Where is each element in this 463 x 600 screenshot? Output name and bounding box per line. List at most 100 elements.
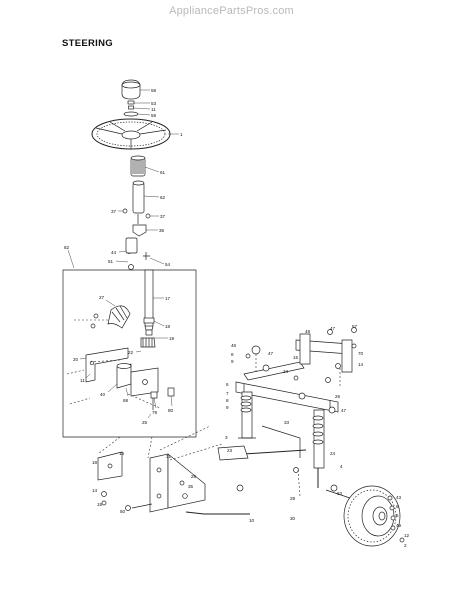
callout-label: 47 xyxy=(341,408,347,413)
callout-label: 47 xyxy=(268,351,274,356)
screw-b xyxy=(145,213,151,219)
callout-label: 8 xyxy=(226,398,229,403)
callout-label: 63 xyxy=(337,491,343,496)
callout-label: 50 xyxy=(120,509,126,514)
spindle-bushing xyxy=(240,395,324,445)
washer-a xyxy=(101,491,107,497)
callout-label: 9 xyxy=(231,359,234,364)
callout-label: 70 xyxy=(358,351,364,356)
callout-label: 14 xyxy=(358,362,364,367)
callout-label: 35 xyxy=(188,484,194,489)
callouts: 58 53 11 59 1 61 62 37 37 36 82 44 51 54… xyxy=(64,88,410,548)
callout-label: 6 xyxy=(396,504,399,509)
callout-label: 62 xyxy=(160,195,166,200)
steering-cap xyxy=(121,79,141,100)
nut-51 xyxy=(128,264,134,270)
callout-label: 51 xyxy=(108,259,114,264)
callout-label: 15 xyxy=(293,355,299,360)
adapter-disc xyxy=(123,111,139,117)
axle-pivot-bar xyxy=(243,339,351,381)
bracket-bolt-79 xyxy=(150,391,158,399)
callout-label: 34 xyxy=(283,369,289,374)
mounting-bracket xyxy=(149,453,206,513)
pivot-plate xyxy=(85,347,129,383)
callout-label: 2 xyxy=(404,543,407,548)
callout-label: 46 xyxy=(231,343,237,348)
cap-washer xyxy=(128,105,134,110)
column-bracket xyxy=(132,224,147,237)
callout-label: 6 xyxy=(226,382,229,387)
axle-support-bracket xyxy=(299,333,353,373)
callout-label: 47 xyxy=(330,326,336,331)
sector-gear xyxy=(107,305,131,329)
callout-label: 61 xyxy=(160,170,166,175)
steering-arm xyxy=(217,445,249,461)
callout-label: 9 xyxy=(226,405,229,410)
callout-label: 18 xyxy=(92,460,98,465)
callout-label: 19 xyxy=(169,336,175,341)
callout-label: 43 xyxy=(396,495,402,500)
callout-label: 8 xyxy=(231,352,234,357)
callout-label: 27 xyxy=(99,295,105,300)
page-title: STEERING xyxy=(62,38,113,49)
callout-label: 23 xyxy=(227,448,233,453)
steering-tube xyxy=(132,180,145,214)
front-wheel xyxy=(343,485,401,547)
callout-label: 48 xyxy=(305,329,311,334)
callout-label: 49 xyxy=(396,523,402,528)
steering-wheel xyxy=(91,118,171,150)
callout-label: 40 xyxy=(100,392,106,397)
callout-label: 5 xyxy=(396,513,399,518)
right-spindle xyxy=(313,409,325,488)
callout-label: 80 xyxy=(168,408,174,413)
callout-label: 1 xyxy=(180,132,183,137)
callout-label: 79 xyxy=(152,410,158,415)
bolt-28 xyxy=(182,493,188,499)
callout-label: 14 xyxy=(92,488,98,493)
callout-label: 20 xyxy=(73,357,79,362)
callout-label: 37 xyxy=(160,214,166,219)
sector-support-bracket xyxy=(130,367,159,397)
callout-label: 29 xyxy=(290,496,296,501)
callout-label: 4 xyxy=(340,464,343,469)
callout-label: 16 xyxy=(119,451,125,456)
wheel-hardware xyxy=(387,495,405,543)
callout-label: 3 xyxy=(225,435,228,440)
callout-label: 36 xyxy=(159,228,165,233)
callout-label: 11 xyxy=(80,378,85,383)
callout-label: 59 xyxy=(151,113,157,118)
callout-label: 10 xyxy=(249,518,255,523)
callout-label: 17 xyxy=(165,296,171,301)
callout-label: 15 xyxy=(97,502,103,507)
cap-nut xyxy=(127,100,135,105)
washer-b xyxy=(101,500,107,506)
callout-label: 26 xyxy=(335,394,341,399)
bolt-16 xyxy=(125,505,131,511)
wheel-axle-stub xyxy=(325,489,351,499)
callout-label: 57 xyxy=(352,324,358,329)
bolt-54 xyxy=(143,252,150,260)
callout-label: 37 xyxy=(111,209,117,214)
upper-bushing xyxy=(125,237,138,254)
callout-label: 18 xyxy=(165,324,171,329)
callout-label: 53 xyxy=(151,101,157,106)
callout-label: 58 xyxy=(151,88,157,93)
screw-a xyxy=(122,208,128,214)
callout-label: 25 xyxy=(142,420,148,425)
sector-bolt xyxy=(93,313,99,319)
callout-label: 54 xyxy=(165,262,171,267)
callout-label: 68 xyxy=(123,398,129,403)
drag-link xyxy=(185,511,250,515)
callout-label: 33 xyxy=(284,420,290,425)
callout-label: 82 xyxy=(64,245,70,250)
steering-pinion xyxy=(140,337,156,348)
steering-splined-hub xyxy=(130,155,146,177)
callout-label: 12 xyxy=(404,533,410,538)
callout-label: 31 xyxy=(166,454,172,459)
front-axle-bolts xyxy=(236,327,357,492)
callout-label: 30 xyxy=(290,516,296,521)
callout-label: 22 xyxy=(128,350,134,355)
bracket-screw-80 xyxy=(167,387,175,397)
side-plate xyxy=(97,451,123,481)
